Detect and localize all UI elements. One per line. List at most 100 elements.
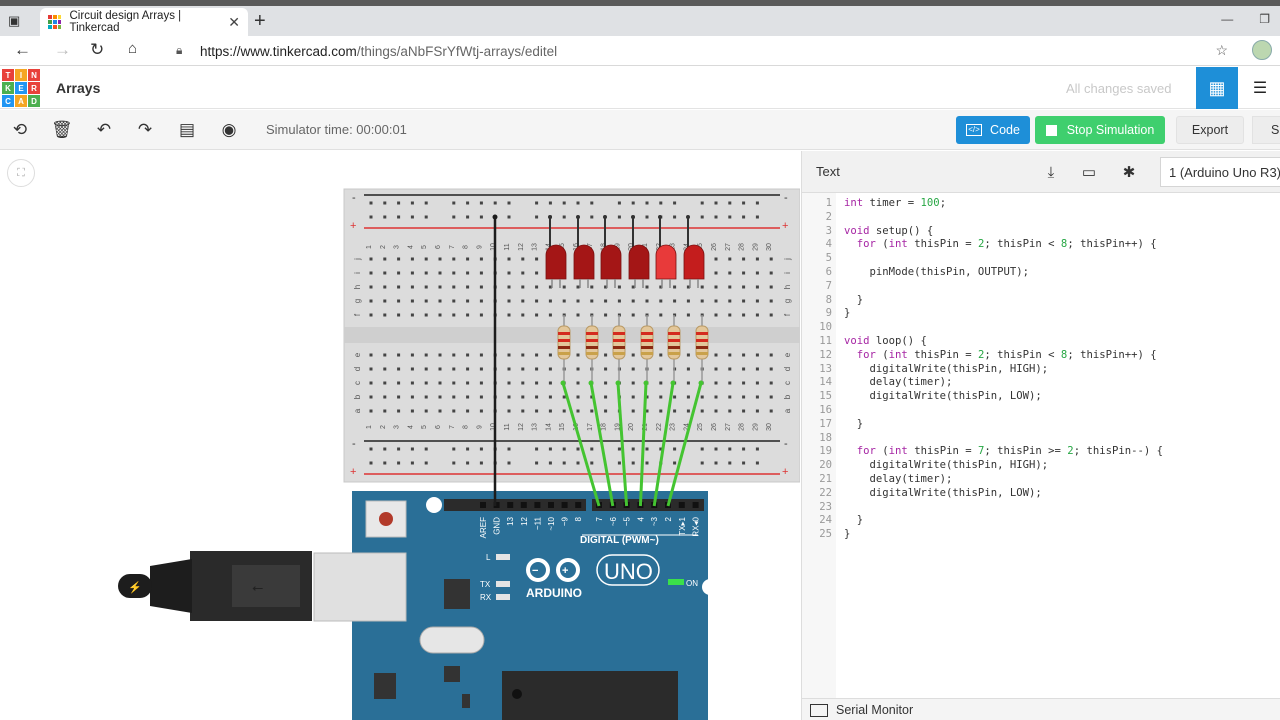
breadboard-hole [397,395,401,399]
code-line[interactable]: 24 } [802,514,1280,528]
red-led[interactable] [628,244,650,280]
code-line[interactable]: 15 digitalWrite(thisPin, LOW); [802,390,1280,404]
circuit-parts[interactable] [545,215,709,507]
code-line[interactable]: 10 [802,321,1280,335]
stop-simulation-button[interactable]: Stop Simulation [1035,116,1165,144]
rail-hole [452,461,456,465]
breadboard-hole [424,285,428,289]
column-number: 5 [421,425,428,429]
forward-icon[interactable]: → [54,40,71,59]
rail-hole [645,461,649,465]
notes-icon[interactable]: ▤ [178,120,196,139]
red-led[interactable] [655,244,677,280]
download-icon[interactable]: ⤓ [1047,163,1055,181]
breadboard-hole [769,285,773,289]
code-button[interactable]: </>Code [956,116,1030,144]
restore-icon[interactable]: ❐ [1259,12,1270,26]
code-line[interactable]: 21 delay(timer); [802,473,1280,487]
code-line[interactable]: 19 for (int thisPin = 7; thisPin >= 2; t… [802,445,1280,459]
url-field[interactable]: 🔒︎ https://www.tinkercad.com/things/aNbF… [164,38,1240,64]
breadboard-hole [369,299,373,303]
reload-icon[interactable]: ↻ [90,40,105,59]
component-list-button[interactable]: ☰ [1240,67,1280,109]
visibility-eye-icon[interactable]: ◉ [221,120,237,139]
code-line[interactable]: 13 digitalWrite(thisPin, HIGH); [802,363,1280,377]
rail-hole [535,215,539,219]
redo-icon[interactable]: ↷ [137,120,153,139]
share-button[interactable]: Sh [1252,116,1280,144]
breadboard-hole [604,353,608,357]
header-pin [692,502,699,508]
signal-wire[interactable] [616,382,629,507]
code-line[interactable]: 5 [802,252,1280,266]
code-line[interactable]: 7 [802,280,1280,294]
rotate-icon[interactable]: ⟲ [12,120,28,139]
tinkercad-logo[interactable]: T I N K E R C A D [2,69,40,107]
code-line[interactable]: 14 delay(timer); [802,376,1280,390]
breadboard-hole [576,285,580,289]
signal-wire[interactable] [589,382,615,507]
signal-wire[interactable] [666,382,703,507]
debugger-bug-icon[interactable]: ✱ [1122,164,1136,181]
red-led[interactable] [600,244,622,280]
undo-icon[interactable]: ↶ [96,120,112,139]
line-number: 7 [825,279,832,292]
code-line[interactable]: 23 [802,501,1280,515]
resistor-band [586,352,598,355]
code-line[interactable]: 18 [802,432,1280,446]
favorite-star-icon[interactable]: ☆ [1215,42,1228,58]
code-line[interactable]: 17 } [802,418,1280,432]
red-led[interactable] [545,244,567,280]
red-led[interactable] [573,244,595,280]
delete-icon[interactable]: 🗑︎ [51,120,73,139]
back-icon[interactable]: ← [14,40,31,59]
code-line[interactable]: 22 digitalWrite(thisPin, LOW); [802,487,1280,501]
close-tab-icon[interactable]: ✕ [228,13,240,30]
breadboard-hole [438,381,442,385]
profile-avatar[interactable] [1252,40,1272,60]
arduino-board[interactable] [352,491,708,720]
code-mode-select[interactable]: Text [816,164,840,179]
code-line[interactable]: 20 digitalWrite(thisPin, HIGH); [802,459,1280,473]
column-number: 26 [711,423,718,431]
pin-label: 2 [664,516,673,521]
board-select[interactable]: 1 (Arduino Uno R3) [1160,157,1280,187]
code-line[interactable]: 2 [802,211,1280,225]
signal-wire[interactable] [652,382,675,507]
signal-wire[interactable] [638,382,648,507]
signal-wire[interactable] [561,382,601,507]
home-icon[interactable]: ⌂ [128,40,138,57]
project-title[interactable]: Arrays [56,80,101,96]
reset-button[interactable] [379,512,393,526]
breadboard-hole [383,313,387,317]
breadboard-hole [604,409,608,413]
new-tab-button[interactable]: + [254,10,266,32]
code-line[interactable]: 4 for (int thisPin = 2; thisPin < 8; thi… [802,238,1280,252]
export-button[interactable]: Export [1176,116,1244,144]
tab-actions-icon[interactable]: ▣ [8,13,21,28]
small-chip [444,666,460,682]
line-number: 17 [819,417,832,430]
library-icon[interactable]: ▭ [1081,164,1097,181]
circuit-view-button[interactable]: ▦ [1196,67,1238,109]
circuit-canvas[interactable]: - + - + - + - + 112233445566778899101011… [0,151,800,720]
rail-hole [507,447,511,451]
code-line[interactable]: 8 } [802,294,1280,308]
zoom-to-fit-button[interactable]: ⛶ [7,159,35,187]
code-line[interactable]: 6 pinMode(thisPin, OUTPUT); [802,266,1280,280]
breadboard-hole [728,313,732,317]
code-line[interactable]: 9} [802,307,1280,321]
minimize-icon[interactable]: — [1221,12,1234,26]
code-line[interactable]: 16 [802,404,1280,418]
serial-monitor-bar[interactable]: Serial Monitor [802,698,1280,720]
browser-tab[interactable]: Circuit design Arrays | Tinkercad ✕ [40,8,248,36]
code-line[interactable]: 25} [802,528,1280,542]
row-letter: f [353,313,362,316]
code-line[interactable]: 12 for (int thisPin = 2; thisPin < 8; th… [802,349,1280,363]
red-led[interactable] [683,244,705,280]
